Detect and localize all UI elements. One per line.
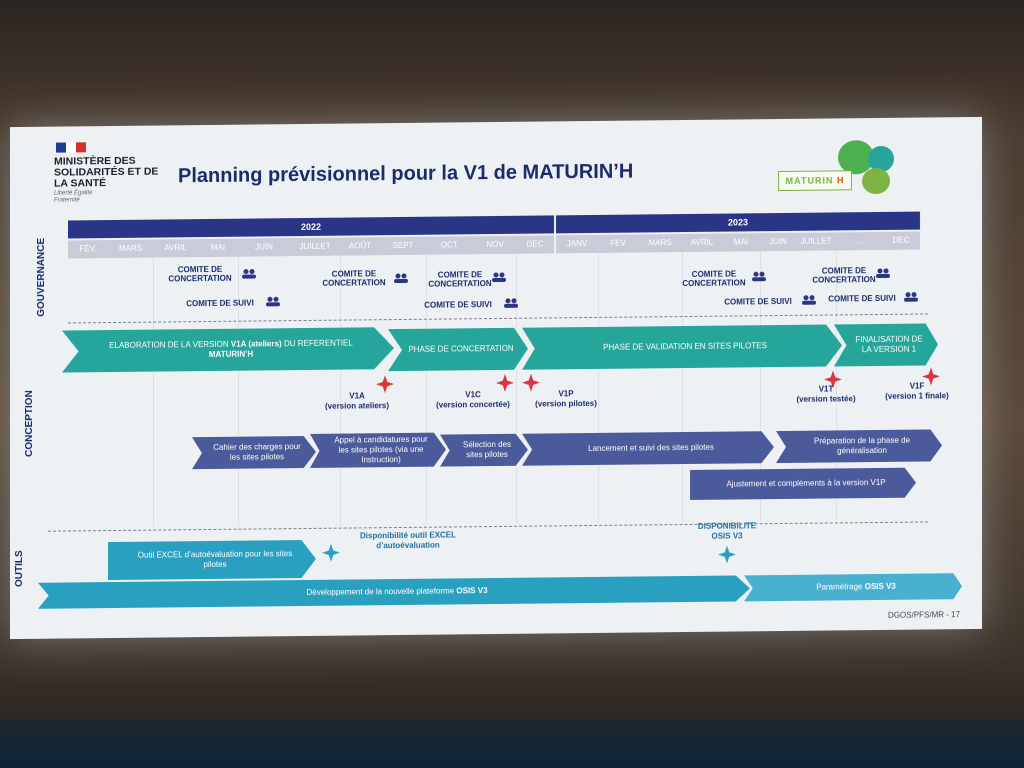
- month-cell: AVRIL: [153, 239, 199, 258]
- milestone-star-v1f: [922, 367, 940, 386]
- section-divider: [68, 313, 928, 324]
- people-icon: [266, 296, 280, 307]
- slide-title: Planning prévisionnel pour la V1 de MATU…: [178, 160, 634, 188]
- milestone-v1f: V1F(version 1 finale): [885, 381, 949, 401]
- milestone-star-excel: [322, 543, 340, 562]
- comite-concertation: COMITE DE CONCERTATION: [428, 270, 492, 289]
- phase-concertation: PHASE DE CONCERTATION: [388, 328, 528, 371]
- grid-line: [682, 252, 683, 523]
- comite-concertation: COMITE DE CONCERTATION: [682, 269, 746, 289]
- month-cell: DEC: [882, 231, 921, 250]
- month-cell: JUIN: [238, 238, 291, 257]
- task-appel-candidatures: Appel à candidatures pour les sites pilo…: [310, 433, 446, 468]
- comite-suivi: COMITE DE SUIVI: [186, 298, 254, 309]
- grid-line: [426, 254, 427, 525]
- dev-osis-v3: Développement de la nouvelle plateforme …: [38, 575, 750, 608]
- french-flag-logo: [56, 142, 86, 153]
- milestone-v1a: V1A(version ateliers): [324, 391, 390, 411]
- month-cell: AOÛT: [340, 237, 381, 256]
- people-icon: [242, 269, 256, 279]
- slide-footer: DGOS/PFS/MR - 17: [887, 610, 960, 620]
- maturinh-logo-text: MATURIN H: [778, 170, 852, 192]
- parametrage-osis-v3: Paramétrage OSIS V3: [744, 573, 962, 601]
- milestone-v1t: V1T(version testée): [796, 384, 856, 404]
- milestone-v1c: V1C(version concertée): [436, 390, 510, 410]
- month-cell: MARS: [108, 239, 154, 259]
- milestone-star-v1p: [522, 373, 540, 392]
- month-cell: DEC: [516, 235, 555, 254]
- task-lancement-suivi: Lancement et suivi des sites pilotes: [522, 431, 774, 466]
- month-cell: MAI: [722, 233, 761, 252]
- task-preparation-generalisation: Préparation de la phase de généralisatio…: [776, 429, 942, 463]
- year-bar-2022: 2022: [68, 215, 554, 239]
- people-icon: [904, 292, 918, 302]
- ministry-name: MINISTÈRE DES SOLIDARITÉS ET DE LA SANTÉ: [54, 154, 159, 190]
- people-icon: [802, 295, 816, 305]
- month-cell: JANV: [556, 234, 599, 254]
- month-cell: SEPT: [380, 236, 427, 256]
- phase-elaboration: ELABORATION DE LA VERSION V1A (ateliers)…: [62, 327, 394, 372]
- milestone-star-osis: [718, 545, 736, 564]
- month-cell: OCT.: [426, 236, 475, 255]
- section-label-conception: CONCEPTION: [24, 390, 35, 457]
- month-cell: JUIN: [760, 232, 797, 252]
- month-cell: FÉV.: [68, 240, 109, 259]
- comite-suivi: COMITE DE SUIVI: [828, 293, 896, 304]
- comite-concertation: COMITE DE CONCERTATION: [168, 264, 232, 284]
- people-icon: [504, 298, 518, 308]
- month-cell: AVRIL: [682, 233, 723, 253]
- people-icon: [492, 272, 506, 283]
- task-selection: Sélection des sites pilotes: [440, 434, 528, 467]
- year-bar-2023: 2023: [556, 211, 920, 234]
- milestone-star-v1t: [824, 370, 842, 389]
- people-icon: [876, 268, 890, 278]
- phase-validation: PHASE DE VALIDATION EN SITES PILOTES: [522, 324, 842, 369]
- comite-suivi: COMITE DE SUIVI: [724, 296, 792, 307]
- maturinh-logo: [10, 117, 982, 195]
- section-divider: [48, 521, 928, 532]
- section-label-outils: OUTILS: [14, 550, 25, 588]
- month-cell: ...: [836, 231, 883, 251]
- room-floor: [0, 720, 1024, 768]
- ministry-motto: Liberté Égalité Fraternité: [54, 190, 93, 204]
- comite-concertation: COMITE DE CONCERTATION: [812, 266, 876, 285]
- phase-finalisation: FINALISATION DE LA VERSION 1: [834, 323, 938, 366]
- month-cell: MAI: [198, 238, 239, 258]
- grid-line: [153, 257, 154, 528]
- milestone-v1p: V1P(version pilotes): [535, 389, 597, 409]
- month-cell: NOV: [474, 235, 517, 255]
- month-cell: JUILLET: [290, 237, 341, 257]
- people-icon: [394, 273, 408, 284]
- projected-slide: MINISTÈRE DES SOLIDARITÉS ET DE LA SANTÉ…: [10, 116, 982, 640]
- people-icon: [752, 271, 766, 282]
- task-cahier-des-charges: Cahier des charges pour les sites pilote…: [192, 436, 316, 469]
- month-cell: MARS: [638, 234, 683, 253]
- grid-line: [238, 256, 239, 527]
- task-ajustement: Ajustement et compléments à la version V…: [690, 468, 916, 500]
- comite-concertation: COMITE DE CONCERTATION: [322, 269, 386, 288]
- month-cell: JUILLET: [796, 232, 837, 251]
- milestone-star-v1c: [496, 373, 514, 392]
- milestone-star-v1a: [376, 375, 394, 394]
- section-label-gouvernance: GOUVERNANCE: [36, 237, 47, 317]
- comite-suivi: COMITE DE SUIVI: [424, 300, 492, 310]
- month-cell: FEV: [598, 234, 639, 253]
- outil-excel-autoevaluation: Outil EXCEL d’autoévaluation pour les si…: [108, 540, 316, 580]
